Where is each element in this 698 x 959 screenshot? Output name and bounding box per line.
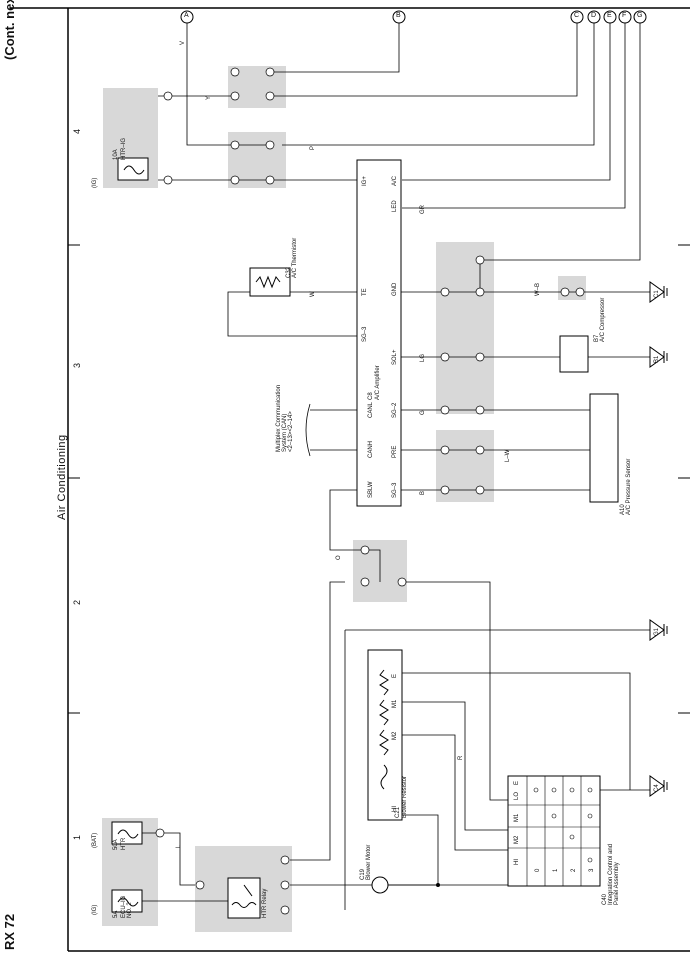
pressure-sensor-box [589, 393, 619, 503]
amp-pin-ig: IG+ [362, 176, 368, 186]
amp-pin-led: LED [392, 200, 398, 212]
integration-panel-box [507, 775, 601, 887]
panel-col-lo: LO [514, 791, 520, 800]
amp-pin-sol: SOL+ [392, 349, 398, 365]
sector-number-2: 2 [72, 599, 82, 605]
amp-pin-ac: A/C [392, 175, 398, 186]
amp-pin-sblw: SBLW [368, 481, 374, 498]
fuse-htr: HTR [121, 837, 127, 850]
connector-d: D [591, 12, 597, 19]
ac-compressor-box [559, 335, 589, 373]
panel-row-2: 2 [571, 868, 577, 872]
ac-amplifier-code: C8 [368, 392, 374, 400]
fuse-ecu-ig-amp: 5A [113, 910, 119, 918]
resistor-pin-m1: M1 [392, 699, 398, 708]
power-ig-left: (IG) [92, 904, 98, 915]
panel-row-3: 3 [589, 868, 595, 872]
connector-a: A [184, 12, 189, 19]
ground-g1: G1 [654, 627, 660, 636]
ground-c1: C1 [654, 290, 660, 298]
blower-resistor-label: Blower Resistor [402, 775, 408, 818]
panel-col-m1: M1 [514, 813, 520, 822]
section-title: Air Conditioning [56, 434, 68, 520]
wire-color-lg: LG [420, 353, 426, 362]
panel-col-e: E [514, 780, 520, 785]
amp-pin-canh: CANH [368, 440, 374, 458]
amp-pin-sg2: SG–2 [392, 402, 398, 418]
amp-pin-sg3-b: SG–3 [392, 482, 398, 498]
panel-col-hi: HI [514, 859, 520, 865]
blower-motor-symbol [371, 876, 389, 894]
multiplex-label: Multiplex Communication System (CAN) <2–… [276, 384, 294, 452]
fuse-htr-ig-amp: 10A [113, 149, 119, 160]
fuse-htr-ig: HTR–IG [121, 137, 127, 160]
blower-motor-label: Blower Motor [366, 844, 372, 880]
wire-color-w: W [310, 291, 316, 297]
ground-b1: B1 [654, 355, 660, 363]
panel-row-1: 1 [553, 868, 559, 872]
amp-pin-gnd: GND [392, 282, 398, 296]
amp-pin-pre: PRE [392, 445, 398, 458]
integration-panel-label: Integration Control and Panel Assembly [608, 843, 620, 905]
htr-relay-box [227, 877, 261, 919]
connector-e: E [607, 12, 612, 19]
wire-color-g: G [420, 410, 426, 415]
pressure-sensor-label: A/C Pressure Sensor [626, 458, 632, 515]
wire-color-p: P [310, 145, 316, 150]
resistor-pin-m2: M2 [392, 731, 398, 740]
ac-amplifier-box [356, 159, 402, 507]
wire-color-b: B [420, 490, 426, 495]
panel-row-0: 0 [535, 868, 541, 872]
fuse-htr-amp: 50A [113, 839, 119, 850]
panel-col-m2: M2 [514, 835, 520, 844]
wire-color-wb: W–B [535, 282, 541, 296]
wire-color-v: V [180, 40, 186, 45]
htr-relay-label: HTR Relay [262, 888, 268, 918]
resistor-pin-e: E [392, 673, 398, 678]
sector-number-1: 1 [72, 834, 82, 840]
page-code: RX 72 [2, 913, 17, 950]
wire-color-r: R [458, 755, 464, 760]
wire-color-y: Y [206, 95, 212, 100]
sector-number-4: 4 [72, 128, 82, 134]
ac-thermistor-label: A/C Thermistor [292, 237, 298, 278]
connector-f: F [622, 12, 627, 19]
ac-amplifier-label: A/C Amplifier [375, 365, 381, 400]
amp-pin-te: TE [362, 288, 368, 296]
resistor-pin-hi: HI [392, 806, 398, 812]
continued-label: (Cont. next page) [2, 0, 17, 60]
wire-color-l: L [176, 844, 182, 848]
amp-pin-sg3: SG–3 [362, 326, 368, 342]
wire-color-lw: L–W [505, 449, 511, 462]
power-ig-top: (IG) [92, 177, 98, 188]
wire-color-gr: GR [420, 205, 426, 214]
ground-symbols [649, 281, 668, 797]
ac-compressor-label: A/C Compressor [600, 297, 606, 342]
fuse-ecu-ig: ECU–IG NO. 2 [121, 895, 133, 918]
ground-c4: C4 [654, 784, 660, 792]
connector-g: G [637, 12, 643, 19]
power-bat: (BAT) [92, 832, 98, 848]
wire-color-o: O [336, 555, 342, 560]
connector-c: C [574, 12, 580, 19]
connector-b: B [396, 12, 401, 19]
sector-number-3: 3 [72, 362, 82, 368]
amp-pin-canl: CANL [368, 401, 374, 418]
